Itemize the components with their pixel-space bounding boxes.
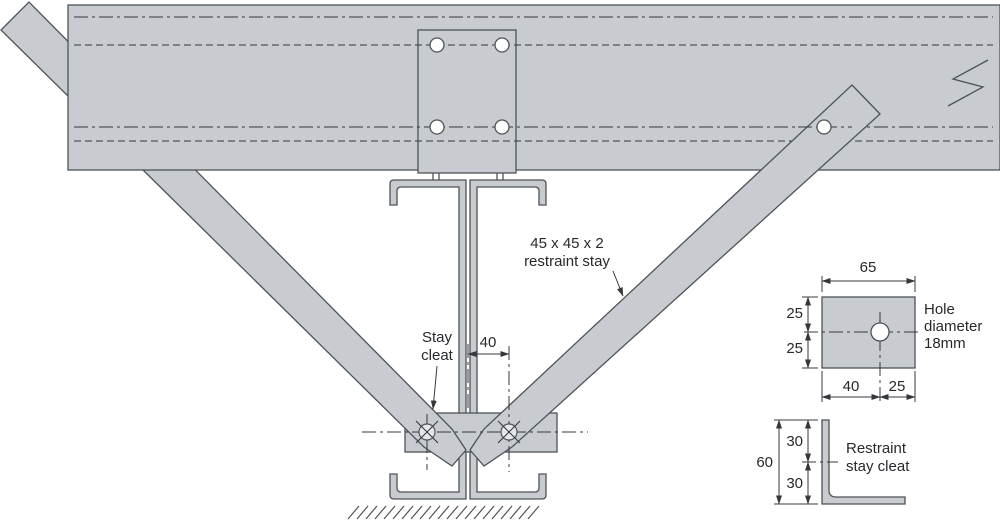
plate-bolt-hole-top-left: [429, 37, 445, 53]
angle-cleat: [821, 419, 906, 505]
stay-cleat-leader: [430, 365, 438, 410]
hole-plate-detail: 65 25 25 40 25 Hole diameter 18mm: [786, 259, 982, 402]
plate-width-dim-value: 65: [860, 259, 877, 276]
top-rail-beam: [67, 4, 1000, 171]
plate-bolt-hole-bottom-left: [429, 119, 445, 135]
angle-lower-dim-value: 30: [786, 475, 803, 492]
restraint-stay-leader: [612, 270, 624, 297]
plate-bolt-hole-bottom-right: [494, 119, 510, 135]
hole-note-line3: 18mm: [924, 335, 966, 352]
plate-bolt-hole-top-right: [494, 37, 510, 53]
bolt-gauge-dimension: 40: [467, 334, 510, 357]
right-restraint-stay: [469, 84, 881, 467]
ground-break-hatching: [347, 505, 540, 520]
hole-left-dim-value: 40: [843, 378, 860, 395]
stay-cleat-callout: Stay cleat: [421, 329, 454, 410]
stay-bolt-left: [415, 420, 439, 444]
plate-bolt-holes: [429, 37, 510, 135]
angle-upper-dim-value: 30: [786, 433, 803, 450]
rail-connection-plate: [417, 29, 517, 174]
angle-label-line2: stay cleat: [846, 458, 910, 475]
stay-cleat-label-line2: cleat: [421, 347, 454, 364]
stay-bolt-right-cross: [497, 420, 521, 444]
hole-note-line1: Hole: [924, 301, 955, 318]
angle-cleat-detail: 30 30 60 Restraint stay cleat: [756, 419, 910, 505]
angle-total-dim-value: 60: [756, 454, 773, 471]
hole-top-dim-value: 25: [786, 305, 803, 322]
beam-break-mark: [947, 59, 989, 107]
bolt-gauge-dim-value: 40: [480, 334, 497, 351]
purlin-channel-left: [389, 179, 467, 500]
angle-label-line1: Restraint: [846, 440, 907, 457]
stay-bolt-right: [497, 420, 521, 444]
restraint-stay-label-line2: restraint stay: [524, 253, 610, 270]
hole-note-line2: diameter: [924, 318, 982, 335]
restraint-stay-label-line1: 45 x 45 x 2: [530, 235, 603, 252]
restraint-stay-callout: 45 x 45 x 2 restraint stay: [524, 235, 624, 297]
hole-bottom-dim-value: 25: [786, 340, 803, 357]
cleat-hole: [870, 322, 890, 342]
purlin-channel: [389, 179, 547, 500]
hole-edge-dim-value: 25: [889, 378, 906, 395]
purlin-channel-right: [469, 179, 547, 500]
stay-top-bolt-hole: [816, 119, 832, 135]
stay-cleat-label-line1: Stay: [422, 329, 453, 346]
stay-bolt-left-cross: [415, 420, 439, 444]
rail-to-purlin-connector-ticks: [432, 170, 504, 180]
